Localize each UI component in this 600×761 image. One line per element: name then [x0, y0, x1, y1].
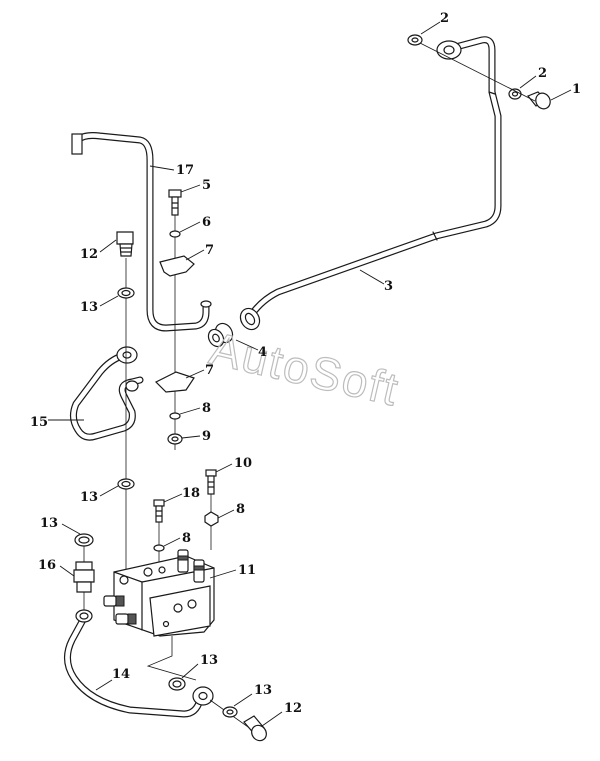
assembly-axis-top: [419, 42, 536, 102]
callout-13-middle: 13: [80, 490, 98, 505]
watermark-text: AutoSoft: [205, 322, 404, 416]
washer-13-left: [74, 533, 94, 547]
callout-1: 1: [572, 82, 581, 97]
plug-12-bottom: [243, 715, 267, 742]
callout-12-top: 12: [80, 247, 98, 262]
valve-port-leader: [146, 636, 197, 681]
plug-12-top: [116, 231, 134, 257]
pipe-3: [248, 36, 502, 318]
callout-5: 5: [202, 178, 211, 193]
callout-2-lower: 2: [538, 66, 547, 81]
callout-13-left: 13: [40, 516, 58, 531]
callout-6: 6: [202, 215, 211, 230]
callout-10: 10: [234, 456, 252, 471]
callout-14: 14: [112, 667, 130, 682]
callout-17: 17: [176, 163, 194, 178]
callout-18: 18: [182, 486, 200, 501]
callout-13-upper: 13: [80, 300, 98, 315]
adapter-fitting-16: [73, 561, 95, 593]
banjo-fitting-top: [436, 40, 462, 60]
leader-lines: [48, 21, 572, 727]
pipe-15-nut: [125, 380, 139, 392]
washer-13-bottom-b: [222, 706, 238, 718]
callout-12-bottom: 12: [284, 701, 302, 716]
banjo-fitting-15: [116, 346, 138, 364]
bolt-18: [153, 499, 165, 523]
callout-13-bottom-a: 13: [200, 653, 218, 668]
washer-2-top: [407, 34, 423, 46]
callout-15: 15: [30, 415, 48, 430]
callout-11: 11: [238, 563, 256, 578]
washer-8-upper: [169, 412, 181, 420]
callout-8-right: 8: [236, 502, 245, 517]
washer-13-upper: [117, 287, 135, 299]
clamp-7-upper: [159, 255, 195, 277]
pipe-17: [71, 132, 212, 332]
washer-6: [169, 230, 181, 238]
banjo-bolt-1: [527, 91, 551, 110]
callout-9: 9: [202, 429, 211, 444]
nut-8-right: [204, 511, 219, 527]
callout-2-top: 2: [440, 11, 449, 26]
callout-16: 16: [38, 558, 56, 573]
callout-13-bottom-b: 13: [254, 683, 272, 698]
pipe-14: [64, 614, 206, 718]
callout-7-upper: 7: [205, 243, 214, 258]
callout-4: 4: [258, 345, 267, 360]
valve-block-11: [103, 549, 215, 637]
banjo-fitting-14: [192, 686, 214, 706]
washer-13-middle: [117, 478, 135, 490]
callout-3: 3: [384, 279, 393, 294]
adapter-fitting-4: [207, 322, 234, 348]
washer-13-bottom-a: [168, 677, 186, 691]
clamp-7-lower: [154, 371, 195, 393]
callout-7-lower: 7: [205, 363, 214, 378]
pipe-14-nut: [75, 609, 93, 623]
callout-8-lower: 8: [182, 531, 191, 546]
bolt-10: [205, 469, 217, 495]
pipe-3-nut: [239, 307, 261, 331]
bolt-5: [168, 189, 182, 216]
washer-8-lower: [153, 544, 165, 552]
pipe-15: [69, 352, 144, 441]
callout-labels: 1 2 2 3 4 5 6 7 7 8 9 10 8 18 8 11 17 12…: [30, 11, 581, 716]
nut-9: [167, 433, 183, 445]
callout-8-upper: 8: [202, 401, 211, 416]
